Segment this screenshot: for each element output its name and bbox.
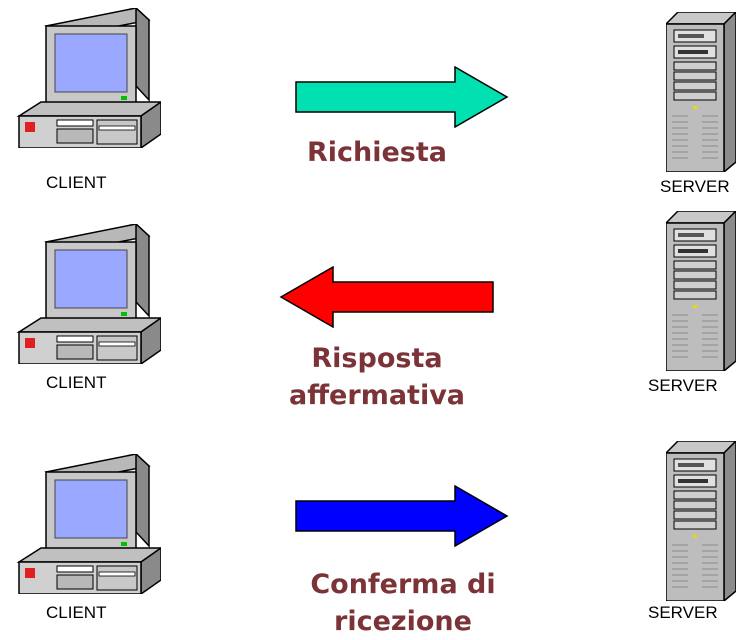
server-label: SERVER	[648, 603, 718, 622]
server-label: SERVER	[660, 177, 730, 196]
server-tower-icon	[666, 441, 736, 601]
client-computer-icon	[11, 8, 161, 148]
arrow-shape	[279, 266, 494, 328]
client-label: CLIENT	[46, 373, 107, 392]
client-computer-icon	[11, 224, 161, 364]
message-line-1: Conferma di	[310, 569, 496, 600]
message-label-request: Richiesta	[232, 134, 522, 171]
response-arrow	[279, 266, 494, 328]
message-line-2: affermativa	[288, 380, 466, 411]
arrow-shape	[295, 485, 509, 547]
acknowledgement-arrow	[295, 485, 509, 547]
server-tower-icon	[666, 211, 736, 371]
server-label: SERVER	[648, 376, 718, 395]
message-label-acknowledgement: Conferma di ricezione	[258, 566, 548, 640]
message-line-1: Richiesta	[306, 137, 448, 168]
client-label: CLIENT	[46, 173, 107, 192]
client-label: CLIENT	[46, 603, 107, 622]
request-arrow	[295, 66, 509, 128]
message-label-response: Risposta affermativa	[232, 340, 522, 414]
message-line-1: Risposta	[311, 343, 443, 374]
arrow-shape	[295, 66, 509, 128]
client-computer-icon	[11, 454, 161, 594]
message-line-2: ricezione	[334, 606, 472, 637]
server-tower-icon	[666, 12, 736, 172]
